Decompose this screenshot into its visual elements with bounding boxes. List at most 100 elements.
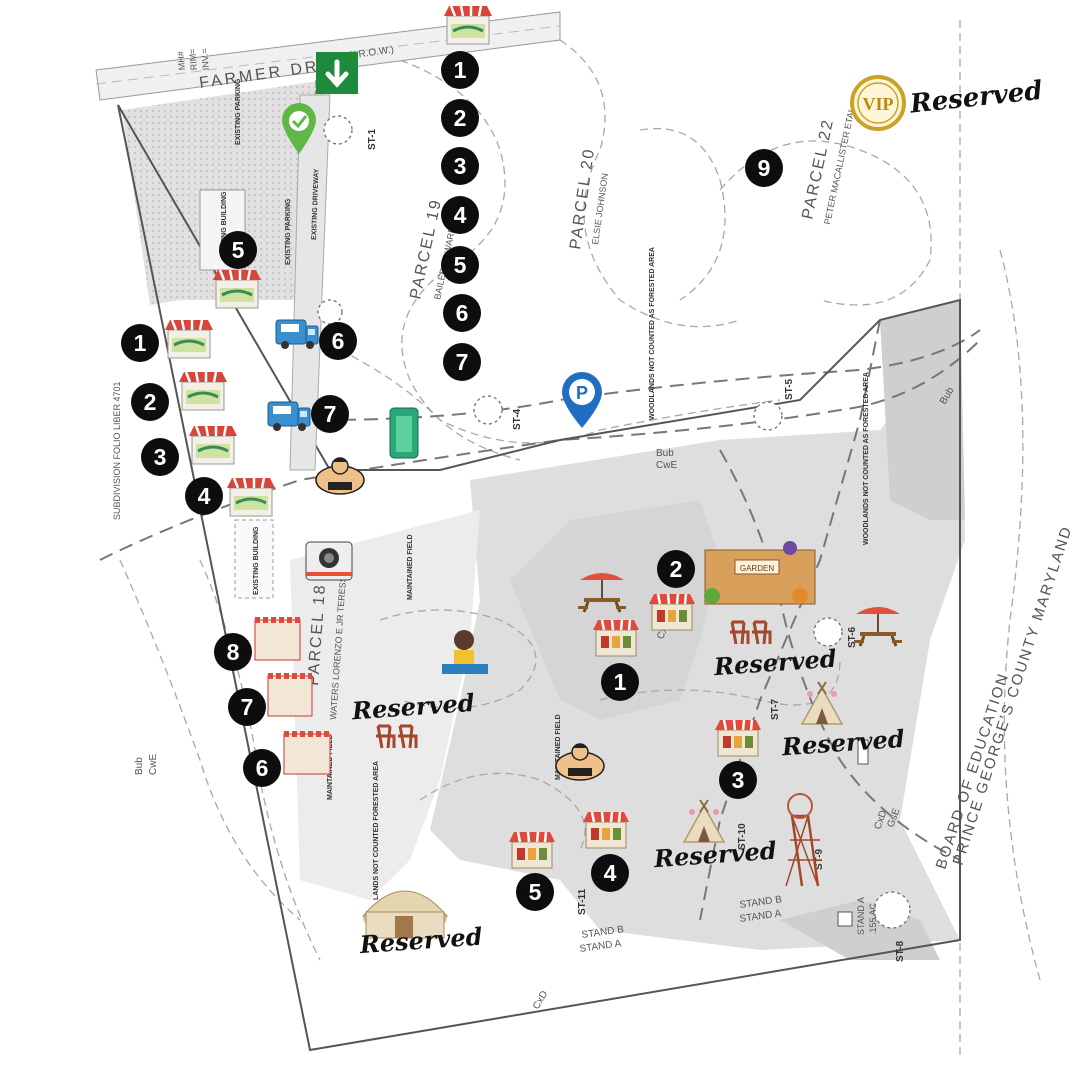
vip-badge[interactable]: VIP	[850, 75, 906, 131]
vendor-number-left-1-label: 1	[134, 330, 147, 356]
field-number-1[interactable]: 1	[601, 663, 639, 701]
field-number-3-label: 3	[732, 767, 745, 793]
entrance-arrow-icon[interactable]	[316, 52, 358, 94]
craft-number-6[interactable]: 6	[243, 749, 281, 787]
food-truck-number-7-label: 7	[324, 401, 337, 427]
vendor-number-top-7[interactable]: 7	[443, 343, 481, 381]
market-stall-icon-field-1[interactable]	[591, 618, 641, 658]
field-number-1-label: 1	[614, 669, 627, 695]
checkin-pin-icon[interactable]	[282, 103, 316, 154]
stand-a-label-3: STAND A	[856, 897, 866, 935]
existing-parking-label-2: EXISTING PARKING	[285, 198, 292, 265]
field-number-5-label: 5	[529, 879, 542, 905]
vendor-number-5-label: 5	[232, 237, 245, 263]
woodlands-label-1: WOODLANDS NOT COUNTED AS FORESTED AREA	[649, 247, 656, 420]
vendor-number-top-1-label: 1	[454, 57, 467, 83]
vendor-number-left-2[interactable]: 2	[131, 383, 169, 421]
craft-stall-icon-6[interactable]	[283, 731, 331, 775]
vendor-number-left-1[interactable]: 1	[121, 324, 159, 362]
station-st8: ST-8	[895, 940, 906, 962]
market-stall-icon-4[interactable]	[225, 476, 277, 518]
existing-parking-label-1: EXISTING PARKING	[235, 78, 242, 145]
station-st7: ST-7	[770, 698, 781, 720]
food-truck-number-7[interactable]: 7	[311, 395, 349, 433]
soil-cwe-2: CwE	[148, 754, 159, 775]
vip-label: VIP	[863, 94, 894, 114]
market-stall-icon-left-3[interactable]	[187, 424, 239, 466]
vendor-number-top-3-label: 3	[454, 153, 467, 179]
garden-sign-label: GARDEN	[740, 564, 774, 573]
market-stall-icon-5[interactable]	[211, 268, 263, 310]
dj-icon[interactable]	[442, 630, 488, 674]
field-number-2-label: 2	[670, 556, 683, 582]
craft-number-7-label: 7	[241, 694, 254, 720]
vendor-number-top-4[interactable]: 4	[441, 196, 479, 234]
station-st9: ST-9	[814, 848, 825, 870]
vendor-number-top-4-label: 4	[454, 202, 467, 228]
station-st11: ST-11	[577, 888, 588, 915]
manhole-label: MH#	[175, 51, 187, 71]
vendor-number-top-5-label: 5	[454, 252, 467, 278]
craft-stall-icon-8[interactable]	[254, 617, 301, 661]
market-stall-icon-field-4[interactable]	[581, 810, 631, 850]
market-stall-icon-top[interactable]	[442, 4, 494, 46]
vip-number-9[interactable]: 9	[745, 149, 783, 187]
field-number-3[interactable]: 3	[719, 761, 757, 799]
vendor-number-top-6[interactable]: 6	[443, 294, 481, 332]
sumo-wrestler-icon-1	[315, 457, 365, 495]
windmill-icon[interactable]	[785, 793, 822, 887]
station-st1: ST-1	[367, 128, 378, 150]
instant-camera-icon[interactable]	[305, 541, 353, 581]
market-stall-icon-left-1[interactable]	[163, 318, 215, 360]
existing-building-label-2: EXISTING BUILDING	[253, 526, 260, 595]
vendor-number-left-3[interactable]: 3	[141, 438, 179, 476]
craft-number-8-label: 8	[227, 639, 240, 665]
station-st10: ST-10	[737, 823, 748, 850]
maintained-field-label-1: MAINTAINED FIELD	[407, 534, 414, 600]
vendor-number-top-7-label: 7	[456, 349, 469, 375]
station-st5: ST-5	[784, 378, 795, 400]
vendor-number-top-5[interactable]: 5	[441, 246, 479, 284]
reserved-vip: Reserved	[908, 76, 1044, 120]
stand-a-acres: .155 AC	[868, 902, 878, 935]
market-stall-icon-field-5[interactable]	[507, 830, 557, 870]
food-truck-number-6[interactable]: 6	[319, 322, 357, 360]
yurt-icon[interactable]	[361, 890, 449, 939]
station-st4: ST-4	[512, 408, 523, 430]
county-label: PRINCE GEORGE'S COUNTY MARYLAND	[950, 523, 1076, 867]
craft-number-8[interactable]: 8	[214, 633, 252, 671]
vendor-number-left-2-label: 2	[144, 389, 157, 415]
field-number-5[interactable]: 5	[516, 873, 554, 911]
subdivision-label: SUBDIVISION FOLIO LIBER 4701	[112, 381, 122, 520]
field-number-2[interactable]: 2	[657, 550, 695, 588]
vendor-number-top-1[interactable]: 1	[441, 51, 479, 89]
parking-pin-icon[interactable]: P	[562, 372, 602, 428]
lands-not-counted-label: LANDS NOT COUNTED FORESTED AREA	[373, 761, 380, 900]
vendor-number-4-label: 4	[198, 483, 211, 509]
soil-bub-1: Bub	[656, 448, 674, 459]
woodlands-label-2: WOODLANDS NOT COUNTED AS FORESTED AREA	[863, 372, 870, 545]
portable-toilet-icon[interactable]	[389, 407, 419, 459]
garden-icon[interactable]: GARDEN	[704, 541, 816, 605]
craft-number-6-label: 6	[256, 755, 269, 781]
vendor-number-top-2[interactable]: 2	[441, 99, 479, 137]
vendor-number-5[interactable]: 5	[219, 231, 257, 269]
vendor-number-top-3[interactable]: 3	[441, 147, 479, 185]
market-stall-icon-field-3[interactable]	[713, 718, 763, 758]
vip-number-9-label: 9	[758, 155, 771, 181]
inv-label: INV.=	[199, 48, 211, 71]
station-st6: ST-6	[847, 626, 858, 648]
vendor-number-left-3-label: 3	[154, 444, 167, 470]
craft-number-7[interactable]: 7	[228, 688, 266, 726]
stand-a-label-1: STAND A	[579, 938, 622, 955]
rim-label: RIM=	[187, 48, 199, 71]
field-number-4[interactable]: 4	[591, 854, 629, 892]
vendor-number-4[interactable]: 4	[185, 477, 223, 515]
craft-stall-icon-7[interactable]	[267, 673, 313, 717]
parking-letter: P	[576, 383, 588, 403]
soil-bub-3: Bub	[134, 757, 145, 775]
soil-cwe-1: CwE	[656, 460, 677, 471]
market-stall-icon-field-2[interactable]	[647, 592, 697, 632]
market-stall-icon-left-2[interactable]	[177, 370, 229, 412]
